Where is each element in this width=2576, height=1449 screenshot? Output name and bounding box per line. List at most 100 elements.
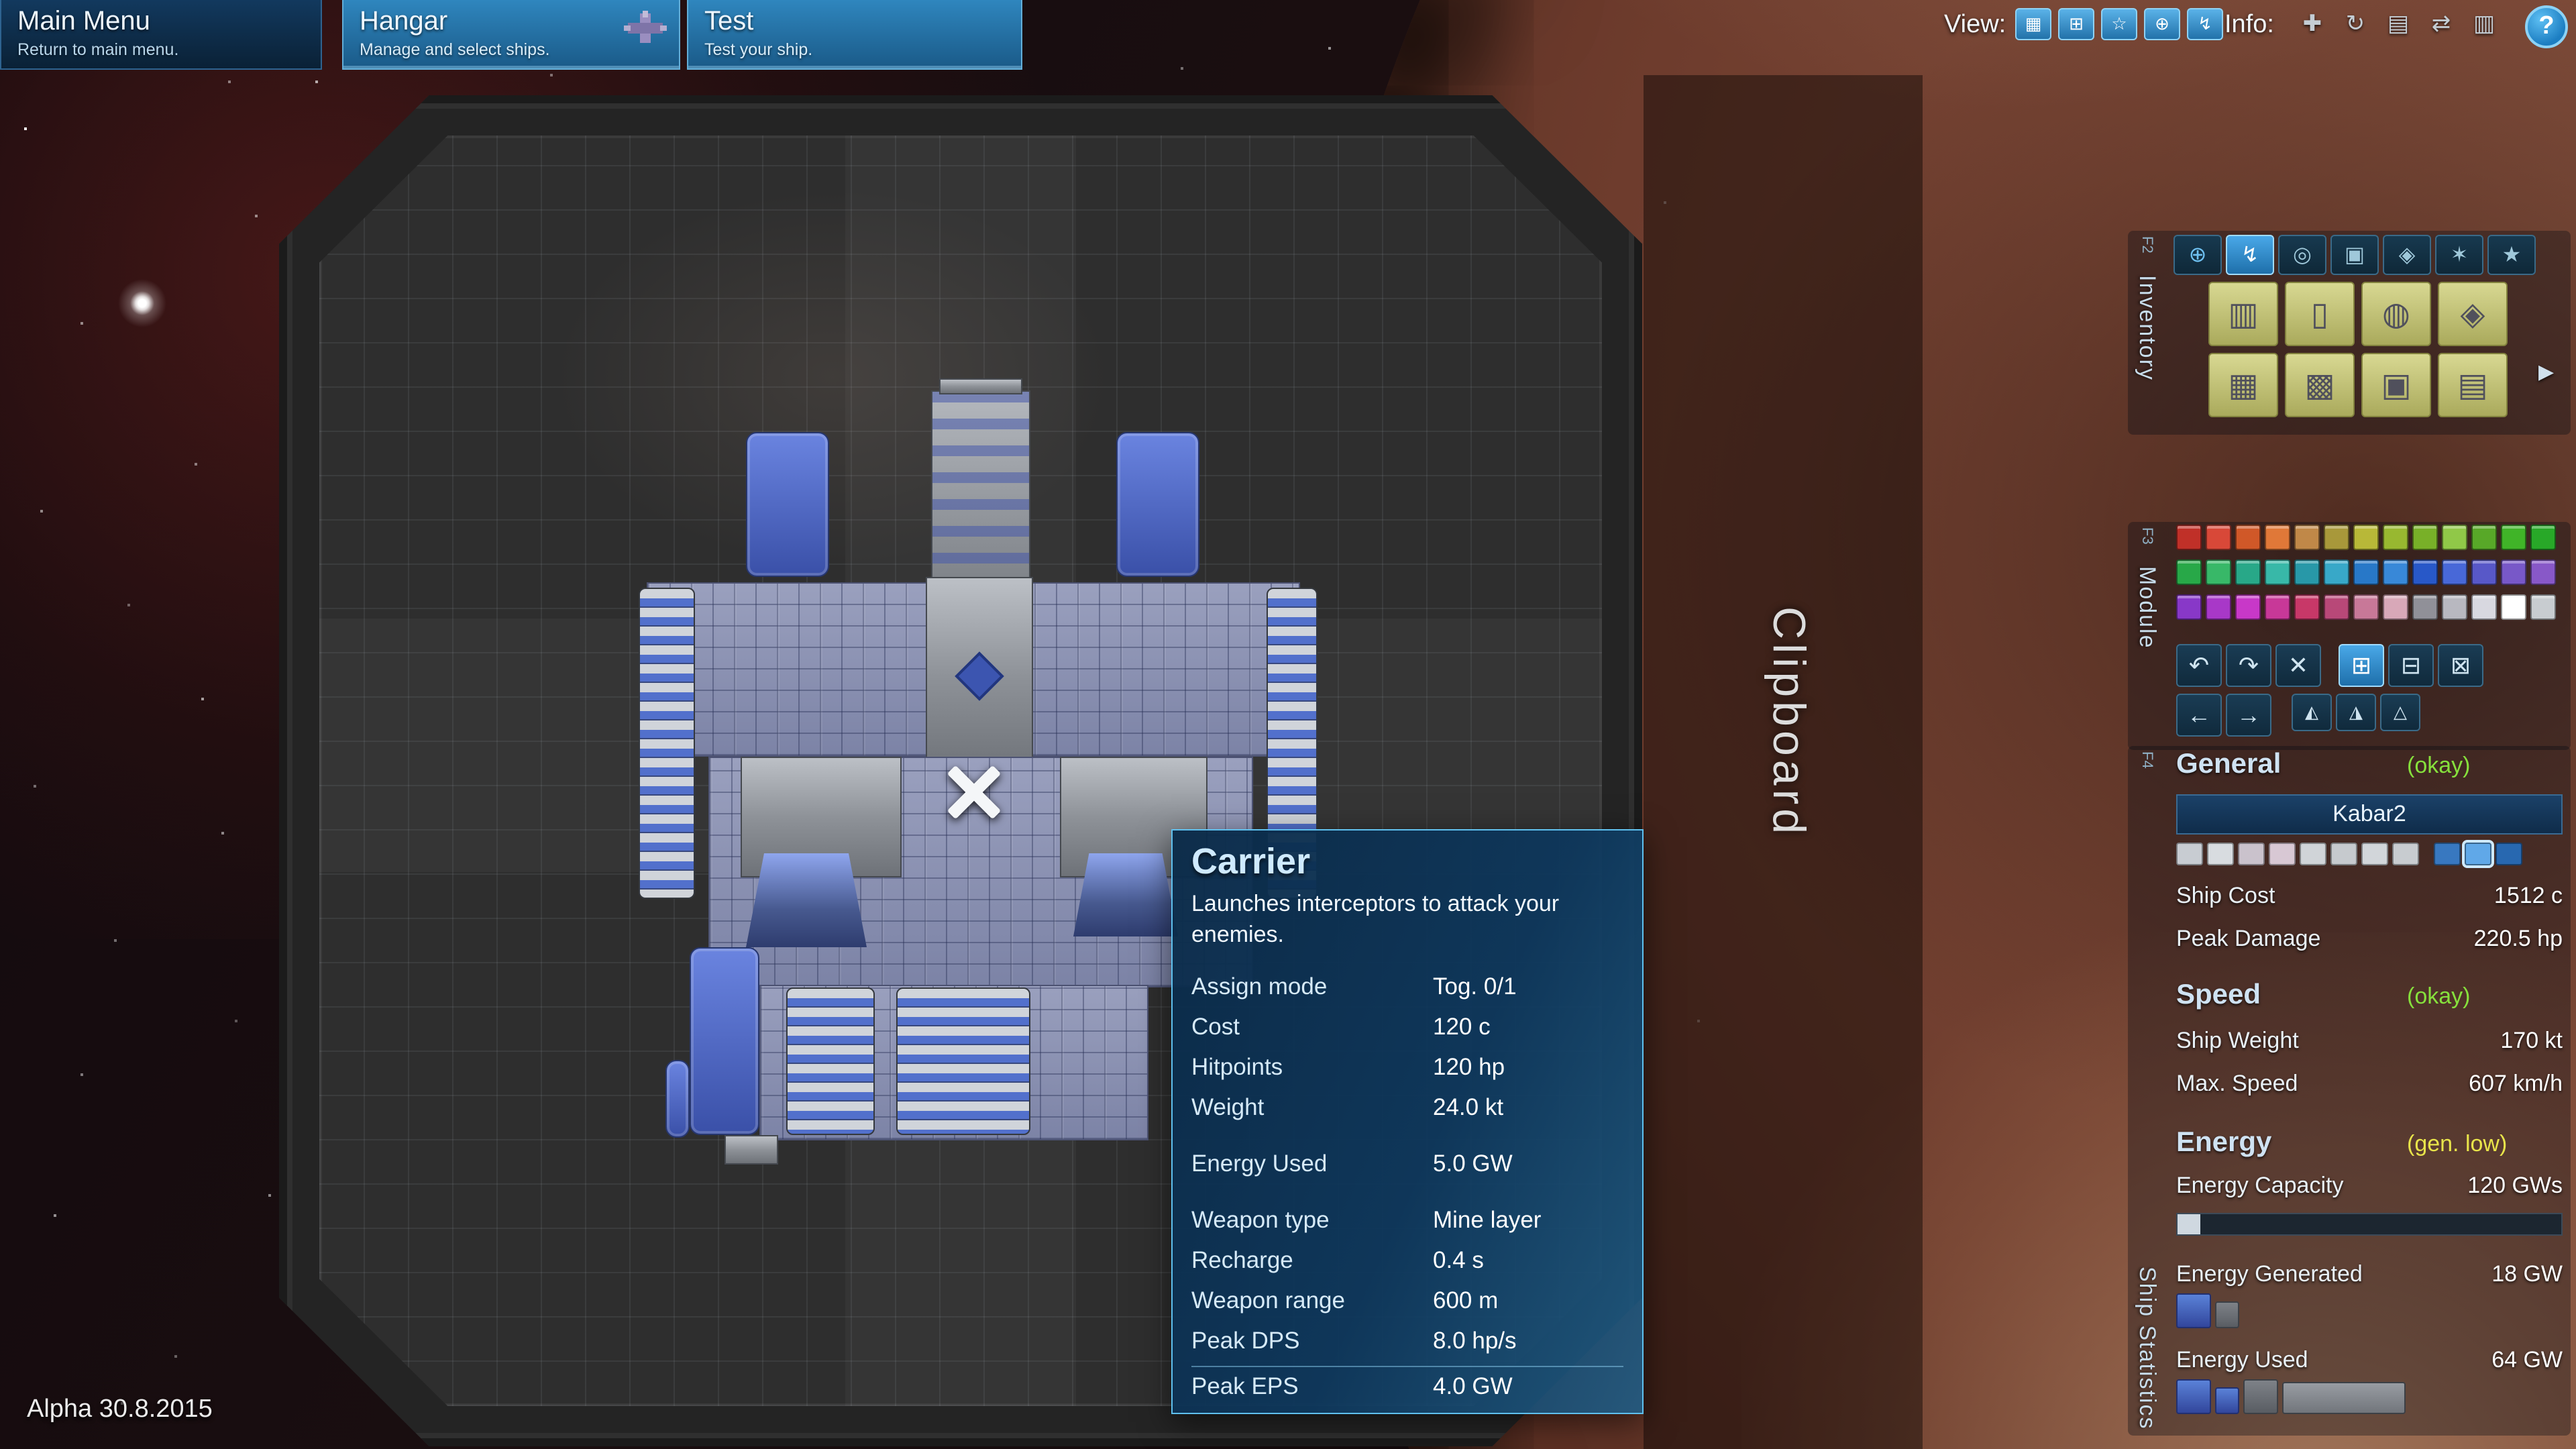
module-thumb[interactable]: ◍ — [2361, 282, 2431, 346]
mirror-vertical-icon[interactable]: ◮ — [2336, 694, 2376, 731]
info-swap-icon[interactable]: ⇄ — [2431, 11, 2451, 36]
color-swatch[interactable] — [2501, 559, 2526, 585]
category-special-icon[interactable]: ◈ — [2383, 235, 2431, 275]
inventory-scroll-arrow-icon[interactable]: ▶ — [2538, 361, 2555, 384]
module-thumb[interactable]: ▯ — [2285, 282, 2355, 346]
color-swatch[interactable] — [2265, 525, 2290, 550]
color-swatch[interactable] — [2392, 843, 2419, 865]
view-energy-icon[interactable]: ↯ — [2187, 8, 2223, 40]
color-swatch[interactable] — [2383, 559, 2408, 585]
color-swatch[interactable] — [2353, 594, 2379, 620]
color-swatch[interactable] — [2412, 525, 2438, 550]
clipboard-panel[interactable]: Clipboard — [1644, 75, 1923, 1449]
color-swatch[interactable] — [2434, 843, 2461, 865]
category-all-icon[interactable]: ⊕ — [2174, 235, 2222, 275]
color-swatch[interactable] — [2471, 594, 2497, 620]
help-button[interactable]: ? — [2525, 5, 2568, 48]
module-thumb[interactable]: ▣ — [2361, 353, 2431, 417]
color-swatch[interactable] — [2530, 594, 2556, 620]
grid-small-icon[interactable]: ⊟ — [2388, 644, 2434, 687]
module-thumb[interactable]: ▦ — [2208, 353, 2278, 417]
color-swatch[interactable] — [2300, 843, 2326, 865]
color-swatch[interactable] — [2353, 559, 2379, 585]
category-favorite-icon[interactable]: ★ — [2487, 235, 2536, 275]
move-left-icon[interactable]: ← — [2176, 694, 2222, 737]
move-right-icon[interactable]: → — [2226, 694, 2271, 737]
category-energy-icon[interactable]: ↯ — [2226, 235, 2274, 275]
mirror-horizontal-icon[interactable]: ◭ — [2292, 694, 2332, 731]
color-swatch[interactable] — [2412, 594, 2438, 620]
color-swatch[interactable] — [2324, 594, 2349, 620]
grid-large-icon[interactable]: ⊠ — [2438, 644, 2483, 687]
view-grid-icon[interactable]: ▦ — [2015, 8, 2051, 40]
redo-icon[interactable]: ↷ — [2226, 644, 2271, 687]
tab-main-menu[interactable]: Main Menu Return to main menu. — [0, 0, 322, 70]
stat-label: Weight — [1191, 1093, 1265, 1121]
color-swatch[interactable] — [2412, 559, 2438, 585]
color-swatch[interactable] — [2471, 559, 2497, 585]
info-list-icon[interactable]: ▤ — [2387, 11, 2410, 36]
color-swatch[interactable] — [2176, 594, 2202, 620]
color-swatch[interactable] — [2238, 843, 2265, 865]
view-target-icon[interactable]: ⊕ — [2144, 8, 2180, 40]
color-swatch[interactable] — [2235, 594, 2261, 620]
color-swatch[interactable] — [2530, 559, 2556, 585]
color-swatch[interactable] — [2207, 843, 2234, 865]
category-armor-icon[interactable]: ▣ — [2330, 235, 2379, 275]
color-swatch[interactable] — [2235, 525, 2261, 550]
color-swatch[interactable] — [2265, 559, 2290, 585]
color-swatch[interactable] — [2269, 843, 2296, 865]
info-move-icon[interactable]: ✚ — [2302, 11, 2322, 36]
color-swatch[interactable] — [2294, 559, 2320, 585]
color-swatch[interactable] — [2265, 594, 2290, 620]
symmetry-icon[interactable]: △ — [2380, 694, 2420, 731]
color-swatch[interactable] — [2442, 594, 2467, 620]
module-thumb[interactable]: ◈ — [2438, 282, 2508, 346]
tab-hangar[interactable]: Hangar Manage and select ships. — [342, 0, 680, 70]
color-swatch[interactable] — [2383, 594, 2408, 620]
color-swatch[interactable] — [2176, 843, 2203, 865]
info-grid-icon[interactable]: ▥ — [2473, 11, 2496, 36]
undo-icon[interactable]: ↶ — [2176, 644, 2222, 687]
delete-icon[interactable]: ✕ — [2275, 644, 2321, 687]
color-swatch[interactable] — [2462, 840, 2494, 868]
build-grid[interactable] — [319, 136, 1602, 1406]
color-swatch[interactable] — [2442, 559, 2467, 585]
category-utility-icon[interactable]: ✶ — [2435, 235, 2483, 275]
grid-snap-icon[interactable]: ⊞ — [2339, 644, 2384, 687]
color-swatch[interactable] — [2501, 525, 2526, 550]
color-swatch[interactable] — [2206, 525, 2231, 550]
color-swatch[interactable] — [2176, 559, 2202, 585]
color-swatch[interactable] — [2530, 525, 2556, 550]
color-swatch[interactable] — [2442, 525, 2467, 550]
color-swatch[interactable] — [2501, 594, 2526, 620]
ship-cockpit — [1073, 853, 1178, 936]
info-rotate-icon[interactable]: ↻ — [2345, 11, 2365, 36]
color-swatch[interactable] — [2330, 843, 2357, 865]
color-swatch[interactable] — [2361, 843, 2388, 865]
module-thumb[interactable]: ▥ — [2208, 282, 2278, 346]
color-swatch[interactable] — [2324, 559, 2349, 585]
color-swatch[interactable] — [2383, 525, 2408, 550]
color-swatch[interactable] — [2294, 594, 2320, 620]
color-swatch[interactable] — [2353, 525, 2379, 550]
color-swatch[interactable] — [2235, 559, 2261, 585]
placement-cursor-x[interactable] — [945, 762, 1004, 821]
view-star-icon[interactable]: ☆ — [2101, 8, 2137, 40]
color-swatch[interactable] — [2324, 525, 2349, 550]
view-blueprint-icon[interactable]: ⊞ — [2058, 8, 2094, 40]
category-weapon-icon[interactable]: ◎ — [2278, 235, 2326, 275]
module-thumb[interactable]: ▤ — [2438, 353, 2508, 417]
tab-test[interactable]: Test Test your ship. — [687, 0, 1022, 70]
color-swatch[interactable] — [2206, 594, 2231, 620]
color-swatch[interactable] — [2294, 525, 2320, 550]
color-swatch[interactable] — [2206, 559, 2231, 585]
ship-name-field[interactable]: Kabar2 — [2176, 794, 2563, 835]
color-swatch[interactable] — [2471, 525, 2497, 550]
module-thumb[interactable]: ▩ — [2285, 353, 2355, 417]
color-swatch[interactable] — [2176, 525, 2202, 550]
color-swatch[interactable] — [2496, 843, 2522, 865]
